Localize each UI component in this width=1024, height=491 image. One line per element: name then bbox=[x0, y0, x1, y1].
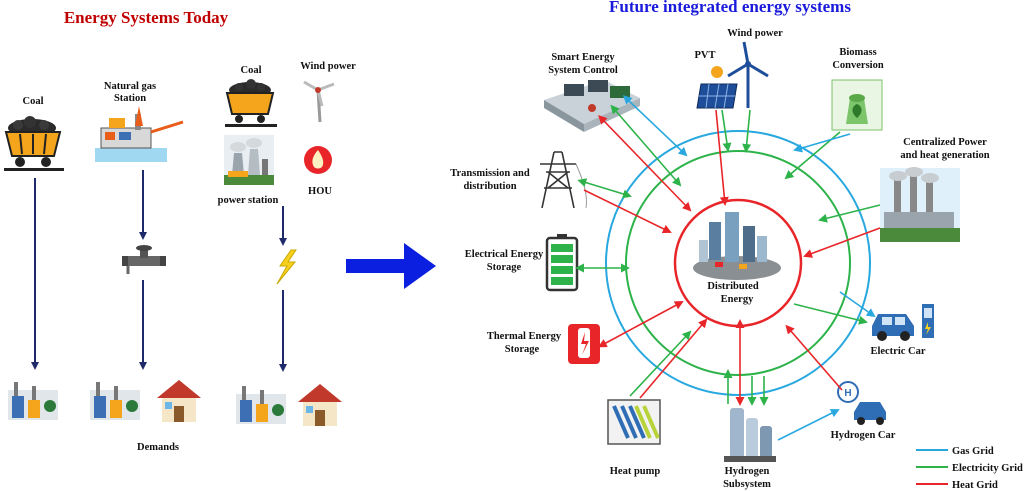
coal-left-label: Coal bbox=[23, 96, 44, 107]
center-label-2: Energy bbox=[721, 294, 754, 305]
thermal-storage-label-2: Storage bbox=[505, 344, 540, 355]
fire-icon bbox=[304, 146, 332, 174]
gas-platform-icon bbox=[95, 106, 184, 162]
biomass-label-2: Conversion bbox=[832, 60, 883, 71]
electricity-link-transmission bbox=[577, 178, 632, 199]
hydrogen-car-label: Hydrogen Car bbox=[831, 430, 896, 441]
connection-arrows bbox=[575, 95, 881, 441]
legend: Gas Grid Electricity Grid Heat Grid bbox=[916, 446, 1023, 491]
factory-icon bbox=[8, 382, 58, 420]
smart-control-label-1: Smart Energy bbox=[551, 52, 615, 63]
heat-pump-icon bbox=[607, 399, 661, 445]
legend-gas-label: Gas Grid bbox=[952, 446, 994, 457]
battery-icon bbox=[545, 234, 579, 292]
wind-turbine-icon bbox=[303, 80, 335, 123]
demands-label: Demands bbox=[137, 442, 179, 453]
house-icon bbox=[298, 384, 342, 426]
heat-pump-label: Heat pump bbox=[610, 466, 661, 477]
heat-link-centralized bbox=[803, 227, 881, 258]
power-station-label: power station bbox=[218, 195, 279, 206]
heat-link-heatpump bbox=[639, 318, 708, 399]
centralized-label-1: Centralized Power bbox=[903, 137, 987, 148]
heat-link-pvt bbox=[715, 109, 729, 206]
factory-icon bbox=[90, 382, 140, 420]
hydrogen-car-icon: H bbox=[837, 381, 886, 425]
lightning-icon bbox=[276, 249, 297, 285]
center-label-1: Distributed bbox=[707, 281, 758, 292]
electricity-link-car bbox=[793, 303, 868, 325]
city-icon bbox=[693, 212, 781, 280]
transition-arrow bbox=[346, 243, 436, 289]
coal-cart-small-icon bbox=[225, 79, 277, 127]
wind-turbine-icon bbox=[727, 41, 769, 108]
transmission-label-1: Transmission and bbox=[450, 168, 530, 179]
control-room-icon bbox=[544, 80, 640, 132]
coal-right-label: Coal bbox=[241, 65, 262, 76]
legend-heat-label: Heat Grid bbox=[952, 480, 998, 491]
left-title: Energy Systems Today bbox=[64, 8, 229, 27]
legend-electricity-label: Electricity Grid bbox=[952, 463, 1023, 474]
electricity-link-pvt bbox=[721, 109, 732, 152]
biomass-icon bbox=[831, 79, 883, 131]
electrical-storage-label-1: Electrical Energy bbox=[465, 249, 544, 260]
hydrogen-subsystem-label-2: Subsystem bbox=[723, 479, 771, 490]
thermal-battery-icon bbox=[568, 324, 600, 364]
gas-link-smart bbox=[622, 95, 688, 157]
wind-power-left-label: Wind power bbox=[300, 61, 356, 72]
pvt-label: PVT bbox=[695, 50, 716, 61]
gas-link-biomass bbox=[793, 133, 851, 153]
natural-gas-label-1: Natural gas bbox=[104, 81, 156, 92]
heat-link-thermal bbox=[597, 301, 684, 348]
electric-car-icon bbox=[872, 304, 934, 341]
gas-link-car bbox=[839, 291, 876, 318]
svg-text:H: H bbox=[844, 388, 851, 399]
house-icon bbox=[157, 380, 201, 422]
hydrogen-subsystem-label-1: Hydrogen bbox=[725, 466, 770, 477]
biomass-label-1: Biomass bbox=[839, 47, 876, 58]
electricity-link-heatpump bbox=[629, 330, 692, 397]
right-title: Future integrated energy systems bbox=[609, 0, 851, 16]
transmission-tower-icon bbox=[540, 151, 587, 209]
heat-link-transmission bbox=[583, 189, 672, 233]
gas-link-hydrogen-car bbox=[777, 409, 840, 441]
electric-car-label: Electric Car bbox=[870, 346, 925, 357]
smart-control-label-2: System Control bbox=[548, 65, 618, 76]
electricity-link-smart bbox=[610, 104, 682, 187]
power-plant-icon bbox=[880, 167, 960, 242]
power-station-icon bbox=[224, 135, 274, 185]
solar-panel-icon bbox=[696, 66, 738, 109]
centralized-label-2: and heat generation bbox=[900, 150, 989, 161]
hydrogen-tank-icon bbox=[724, 408, 776, 462]
electricity-link-centralized bbox=[818, 204, 881, 223]
transmission-label-2: distribution bbox=[463, 181, 516, 192]
thermal-storage-label-1: Thermal Energy bbox=[487, 331, 562, 342]
heat-link-smart bbox=[598, 114, 692, 212]
hou-label: HOU bbox=[308, 186, 332, 197]
electricity-link-wind bbox=[742, 109, 752, 153]
coal-cart-icon bbox=[4, 116, 64, 171]
factory-icon bbox=[236, 386, 286, 424]
electrical-storage-label-2: Storage bbox=[487, 262, 522, 273]
natural-gas-label-2: Station bbox=[114, 93, 146, 104]
heat-link-hydrogen-car bbox=[785, 324, 843, 391]
valve-icon bbox=[122, 245, 166, 274]
wind-power-right-label: Wind power bbox=[727, 28, 783, 39]
